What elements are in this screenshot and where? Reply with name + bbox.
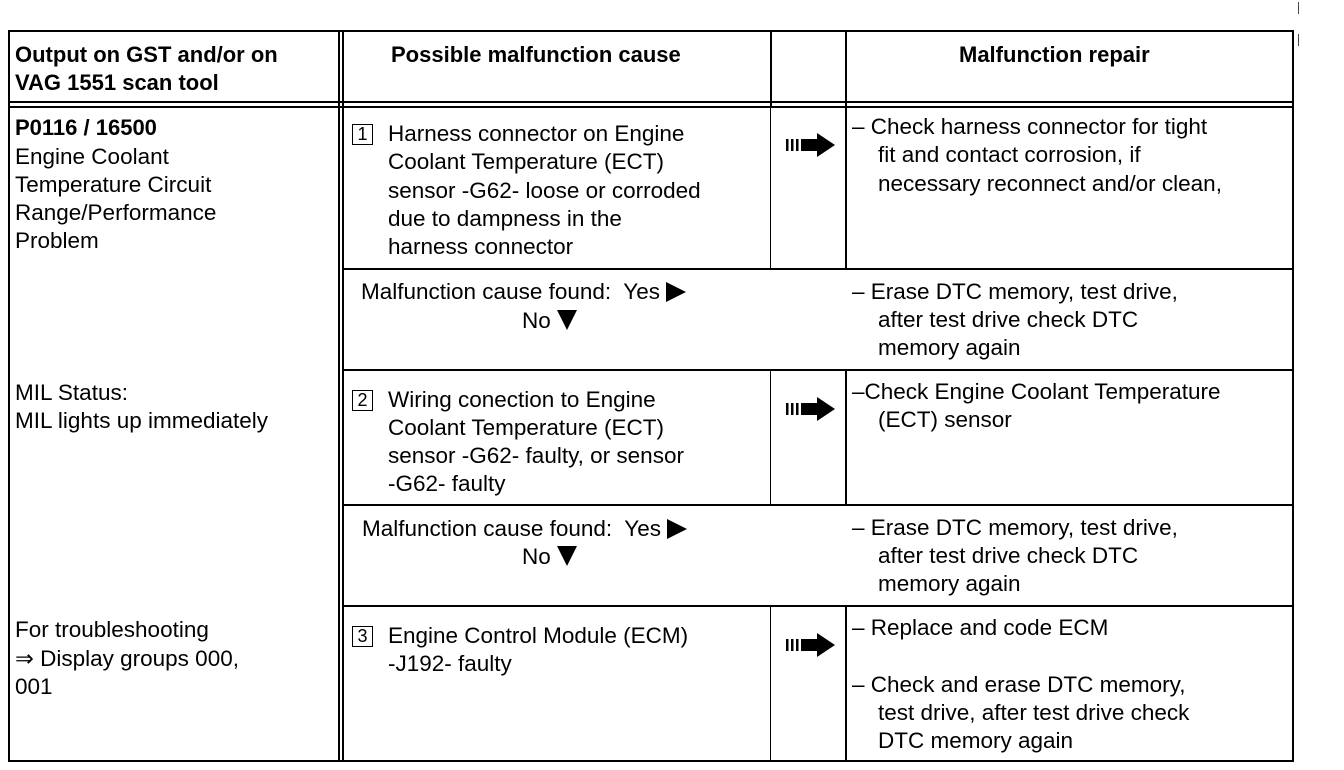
no-triangle-icon [556, 310, 577, 330]
header-col1-line2: VAG 1551 scan tool [15, 70, 219, 95]
step-number-box-2: 2 [352, 390, 373, 411]
found-row2-repair-2: after test drive check DTC [878, 543, 1139, 568]
header-rule-bottom [8, 106, 1294, 108]
row-rule-3 [342, 504, 1294, 506]
step-number-box-1: 1 [352, 124, 373, 145]
yes-triangle-icon [667, 519, 687, 539]
col-separator-3-step1 [845, 107, 847, 269]
step3-cause-1: Engine Control Module (ECM) [388, 623, 689, 648]
step2-repair-2: (ECT) sensor [878, 407, 1012, 432]
header-col4: Malfunction repair [959, 42, 1150, 67]
step3-cause-2: -J192- faulty [388, 651, 512, 676]
col-separator-2-step3 [770, 606, 771, 762]
scan-mark-top [1298, 2, 1299, 14]
fault-description-3: Range/Performance [15, 200, 217, 225]
found-yes: Yes [623, 279, 660, 304]
mil-status-label: MIL Status: [15, 380, 128, 405]
fault-description-2: Temperature Circuit [15, 172, 212, 197]
step2-repair-1: –Check Engine Coolant Temperature [852, 379, 1221, 404]
fault-code: P0116 / 16500 [15, 115, 157, 140]
col-separator-3-head [845, 30, 847, 107]
col-separator-1b [342, 30, 344, 762]
found-no: No [522, 308, 551, 333]
col-separator-2-head [770, 30, 772, 107]
step2-cause-4: -G62- faulty [388, 471, 506, 496]
col-separator-2-step2 [770, 370, 771, 505]
header-col1-line1: Output on GST and/or on [15, 42, 278, 67]
troubleshooting-3: 001 [15, 674, 53, 699]
step1-cause-1: Harness connector on Engine [388, 121, 685, 146]
step1-cause-3: sensor -G62- loose or corroded [388, 178, 701, 203]
step2-cause-1: Wiring conection to Engine [388, 387, 656, 412]
right-arrow-icon [786, 397, 835, 421]
col-separator-3-step2 [845, 370, 847, 505]
mil-status-value: MIL lights up immediately [15, 408, 269, 433]
found-no: No [522, 544, 551, 569]
row-rule-2 [342, 369, 1294, 371]
col-separator-1a [338, 30, 340, 762]
yes-triangle-icon [666, 282, 686, 302]
step1-cause-4: due to dampness in the [388, 206, 622, 231]
right-arrow-icon [786, 133, 835, 157]
col-separator-3-step3 [845, 606, 847, 762]
found-label: Malfunction cause found: [362, 516, 613, 541]
step-number-box-3: 3 [352, 626, 373, 647]
found-row2-no: No [522, 543, 577, 571]
step1-repair-3: necessary reconnect and/or clean, [878, 171, 1222, 196]
right-arrow-icon [786, 633, 835, 657]
fault-description-4: Problem [15, 228, 99, 253]
found-row2-label: Malfunction cause found: Yes [362, 515, 687, 543]
step3-repair-4: DTC memory again [878, 728, 1074, 753]
found-row1-no: No [522, 307, 577, 335]
step3-repair-3: test drive, after test drive check [878, 700, 1190, 725]
found-row1-label: Malfunction cause found: Yes [361, 278, 686, 306]
row-rule-1 [342, 268, 1294, 270]
step1-repair-1: – Check harness connector for tight [852, 114, 1208, 139]
step1-repair-2: fit and contact corrosion, if [878, 142, 1141, 167]
found-row1-repair-2: after test drive check DTC [878, 307, 1139, 332]
step2-cause-2: Coolant Temperature (ECT) [388, 415, 664, 440]
troubleshooting-2: ⇒ Display groups 000, [15, 646, 239, 671]
step2-cause-3: sensor -G62- faulty, or sensor [388, 443, 684, 468]
troubleshooting-1: For troubleshooting [15, 617, 209, 642]
step3-repair-2: – Check and erase DTC memory, [852, 672, 1186, 697]
table-frame [8, 30, 1294, 762]
header-col2: Possible malfunction cause [391, 42, 681, 67]
scan-mark-right [1298, 34, 1299, 46]
step3-repair-1: – Replace and code ECM [852, 615, 1109, 640]
found-row2-repair-3: memory again [878, 571, 1021, 596]
step1-cause-2: Coolant Temperature (ECT) [388, 149, 664, 174]
header-rule-top [8, 101, 1294, 103]
fault-description-1: Engine Coolant [15, 144, 169, 169]
found-row2-repair-1: – Erase DTC memory, test drive, [852, 515, 1178, 540]
found-yes: Yes [624, 516, 661, 541]
step1-cause-5: harness connector [388, 234, 574, 259]
found-row1-repair-1: – Erase DTC memory, test drive, [852, 279, 1178, 304]
row-rule-4 [342, 605, 1294, 607]
col-separator-2-step1 [770, 107, 771, 269]
found-label: Malfunction cause found: [361, 279, 612, 304]
no-triangle-icon [556, 546, 577, 566]
found-row1-repair-3: memory again [878, 335, 1021, 360]
